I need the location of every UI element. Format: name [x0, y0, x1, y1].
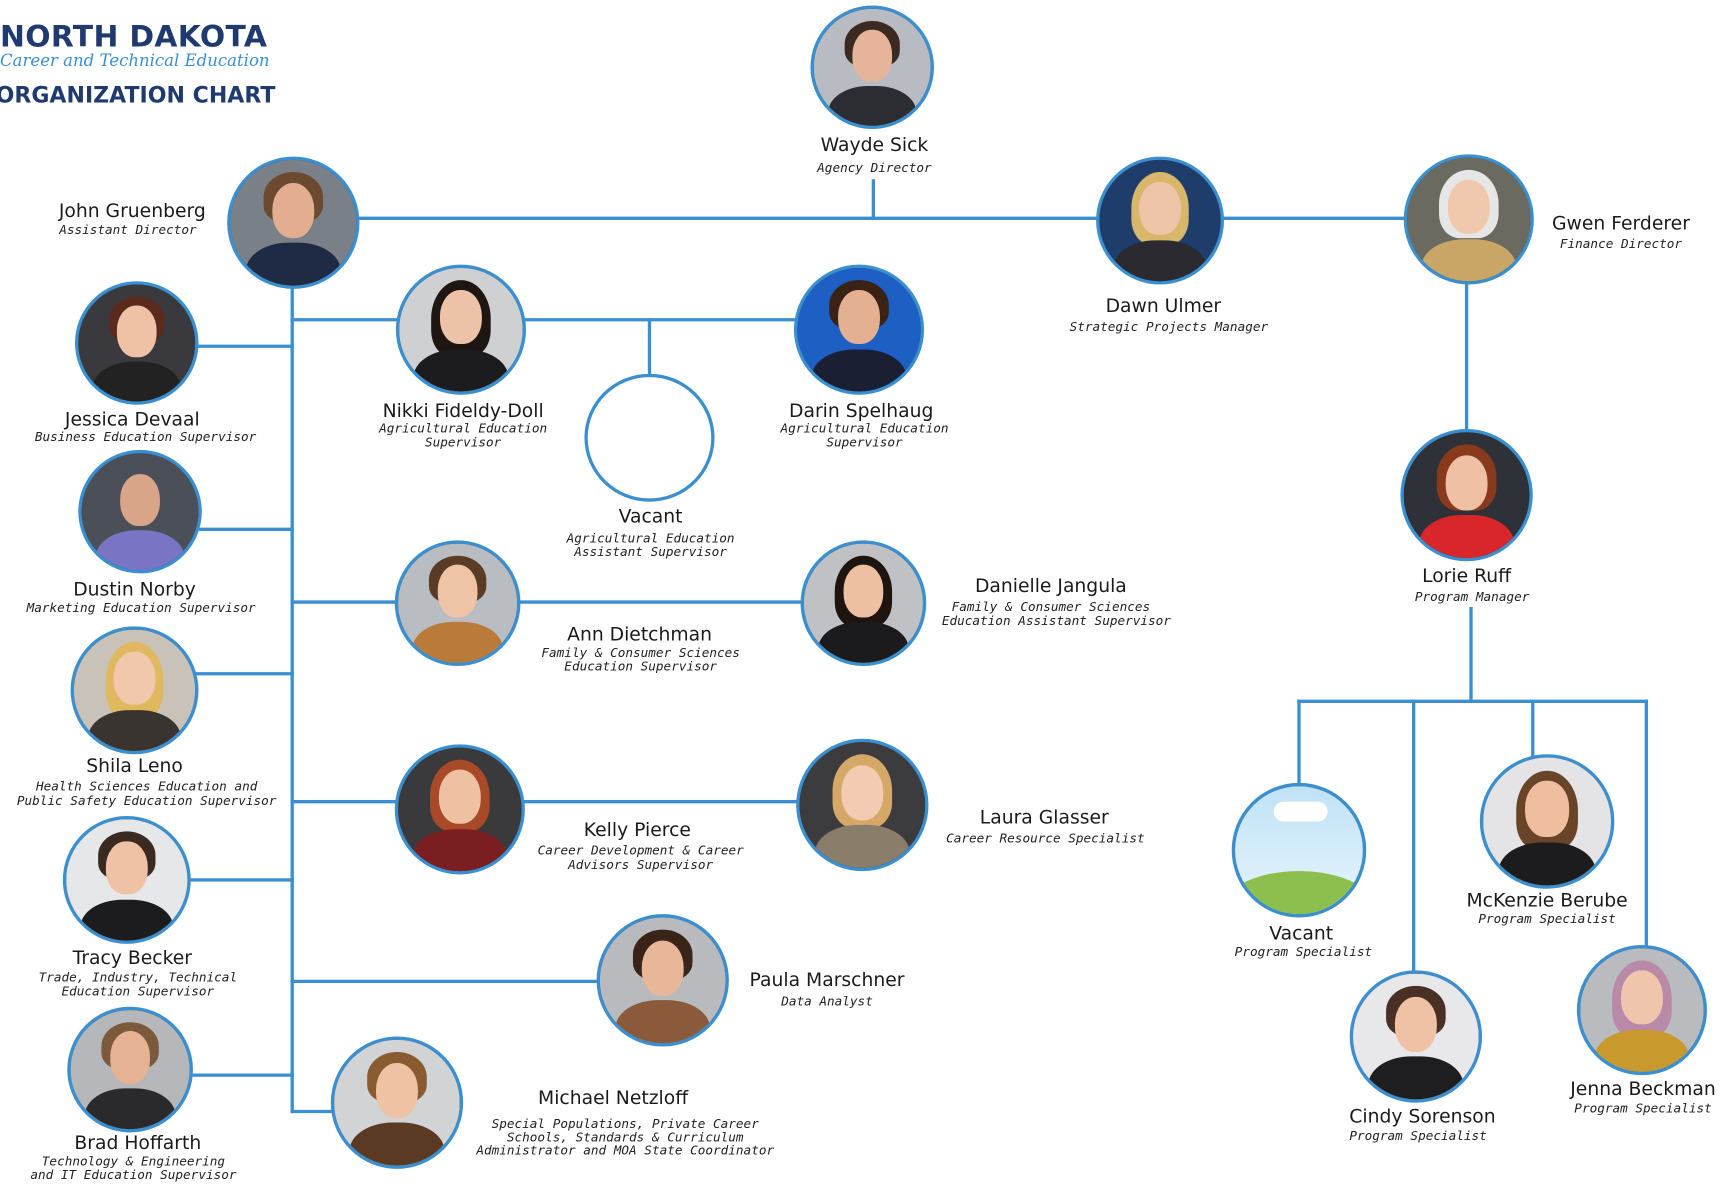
person-title: Program Specialist — [1574, 1100, 1712, 1116]
person-title: Technology & Engineering — [41, 1153, 226, 1169]
person-title: Strategic Projects Manager — [1069, 318, 1269, 335]
person-name: McKenzie Berube — [1466, 889, 1628, 912]
person-name: Danielle Jangula — [974, 575, 1127, 598]
avatar-nikki-fideldy-doll — [395, 264, 526, 395]
person-name: Lorie Ruff — [1422, 565, 1512, 588]
person-title: Data Analyst — [781, 993, 873, 1009]
person-name: Brad Hoffarth — [74, 1132, 202, 1155]
avatar-darin-spelhaug — [793, 264, 925, 395]
person-title: Assistant Director — [59, 221, 197, 238]
avatar-john-gruenberg — [227, 156, 360, 289]
avatar-jessica-devaal — [74, 281, 199, 405]
person-name: Vacant — [618, 506, 683, 529]
person-name: Nikki Fideldy-Doll — [382, 400, 544, 423]
person-name: Cindy Sorenson — [1349, 1106, 1496, 1129]
person-title: Education Supervisor — [564, 658, 718, 674]
person-title: Administrator and MOA State Coordinator — [476, 1142, 775, 1158]
avatar-gwen-ferderer — [1403, 154, 1534, 285]
person-title: Agricultural Education — [566, 530, 735, 546]
person-name: Kelly Pierce — [583, 819, 691, 842]
person-title: Assistant Supervisor — [574, 543, 727, 560]
person-title: Education Supervisor — [61, 983, 215, 1000]
person-title: and IT Education Supervisor — [30, 1166, 237, 1183]
avatar-vacant-placeholder — [584, 373, 715, 502]
avatar-tracy-becker — [62, 815, 191, 944]
person-name: Laura Glasser — [979, 807, 1109, 830]
person-name: Vacant — [1269, 922, 1334, 946]
person-name: Michael Netzloff — [538, 1087, 689, 1110]
avatar-danielle-jangula — [800, 540, 927, 667]
avatar-shila-leno — [70, 626, 199, 755]
avatar-wayde-sick — [810, 5, 934, 130]
avatar-lorie-ruff — [1400, 428, 1533, 562]
person-title: Special Populations, Private Career — [491, 1115, 759, 1132]
person-name: Dawn Ulmer — [1105, 295, 1222, 318]
person-title: Finance Director — [1559, 235, 1683, 252]
person-title: Family & Consumer Sciences — [541, 645, 740, 661]
person-name: Shila Leno — [86, 755, 183, 778]
org-name: NORTH DAKOTA — [0, 19, 268, 55]
avatar-michael-netzloff — [330, 1036, 464, 1169]
avatar-laura-glasser — [796, 738, 929, 872]
person-title: Program Specialist — [1234, 943, 1373, 960]
avatar-paula-marschner — [596, 914, 729, 1047]
person-name: Ann Dietchman — [567, 624, 713, 647]
chart-title: ORGANIZATION CHART — [0, 81, 276, 109]
avatar-dawn-ulmer — [1096, 156, 1224, 285]
person-name: Jessica Devaal — [64, 409, 200, 432]
person-name: Gwen Ferderer — [1552, 212, 1690, 235]
person-title: Advisors Supervisor — [568, 856, 714, 873]
person-title: Trade, Industry, Technical — [38, 969, 238, 985]
avatar-kelly-pierce — [394, 744, 525, 875]
avatar-vacant-landscape — [1231, 782, 1367, 918]
org-subtitle: Career and Technical Education — [0, 50, 270, 71]
avatar-brad-hoffarth — [67, 1006, 193, 1133]
person-title: Career Development & Career — [537, 842, 744, 858]
person-name: Tracy Becker — [72, 947, 193, 970]
person-title: Agency Director — [817, 159, 932, 176]
person-title: Family & Consumer Sciences — [951, 598, 1151, 615]
person-title: Supervisor — [424, 434, 502, 450]
person-title: Public Safety Education Supervisor — [16, 792, 277, 809]
person-title: Agricultural Education — [379, 420, 548, 436]
person-title: Program Specialist — [1349, 1128, 1487, 1144]
person-title: Agricultural Education — [780, 420, 949, 436]
avatar-jenna-beckman — [1576, 945, 1707, 1076]
person-title: Career Resource Specialist — [946, 830, 1145, 846]
person-title: Program Manager — [1414, 588, 1530, 605]
person-title: Supervisor — [826, 434, 903, 450]
avatar-dustin-norby — [78, 449, 202, 574]
agency-logo: NORTH DAKOTA Career and Technical Educat… — [0, 19, 276, 109]
person-title: Marketing Education Supervisor — [26, 599, 256, 616]
avatar-ann-dietchman — [394, 540, 521, 667]
person-name: Wayde Sick — [820, 134, 929, 157]
person-title: Health Sciences Education and — [35, 778, 258, 794]
person-title: Education Assistant Supervisor — [941, 613, 1171, 629]
person-title: Business Education Supervisor — [34, 428, 257, 445]
person-title: Program Specialist — [1478, 910, 1616, 927]
person-name: Jenna Beckman — [1570, 1078, 1716, 1101]
person-title: Schools, Standards & Curriculum — [506, 1129, 744, 1145]
person-name: Paula Marschner — [749, 969, 905, 992]
person-name: Darin Spelhaug — [789, 400, 934, 423]
avatar-mckenzie-berube — [1479, 754, 1615, 889]
person-name: Dustin Norby — [73, 578, 196, 601]
person-name: John Gruenberg — [58, 200, 206, 223]
avatar-cindy-sorenson — [1349, 970, 1483, 1103]
